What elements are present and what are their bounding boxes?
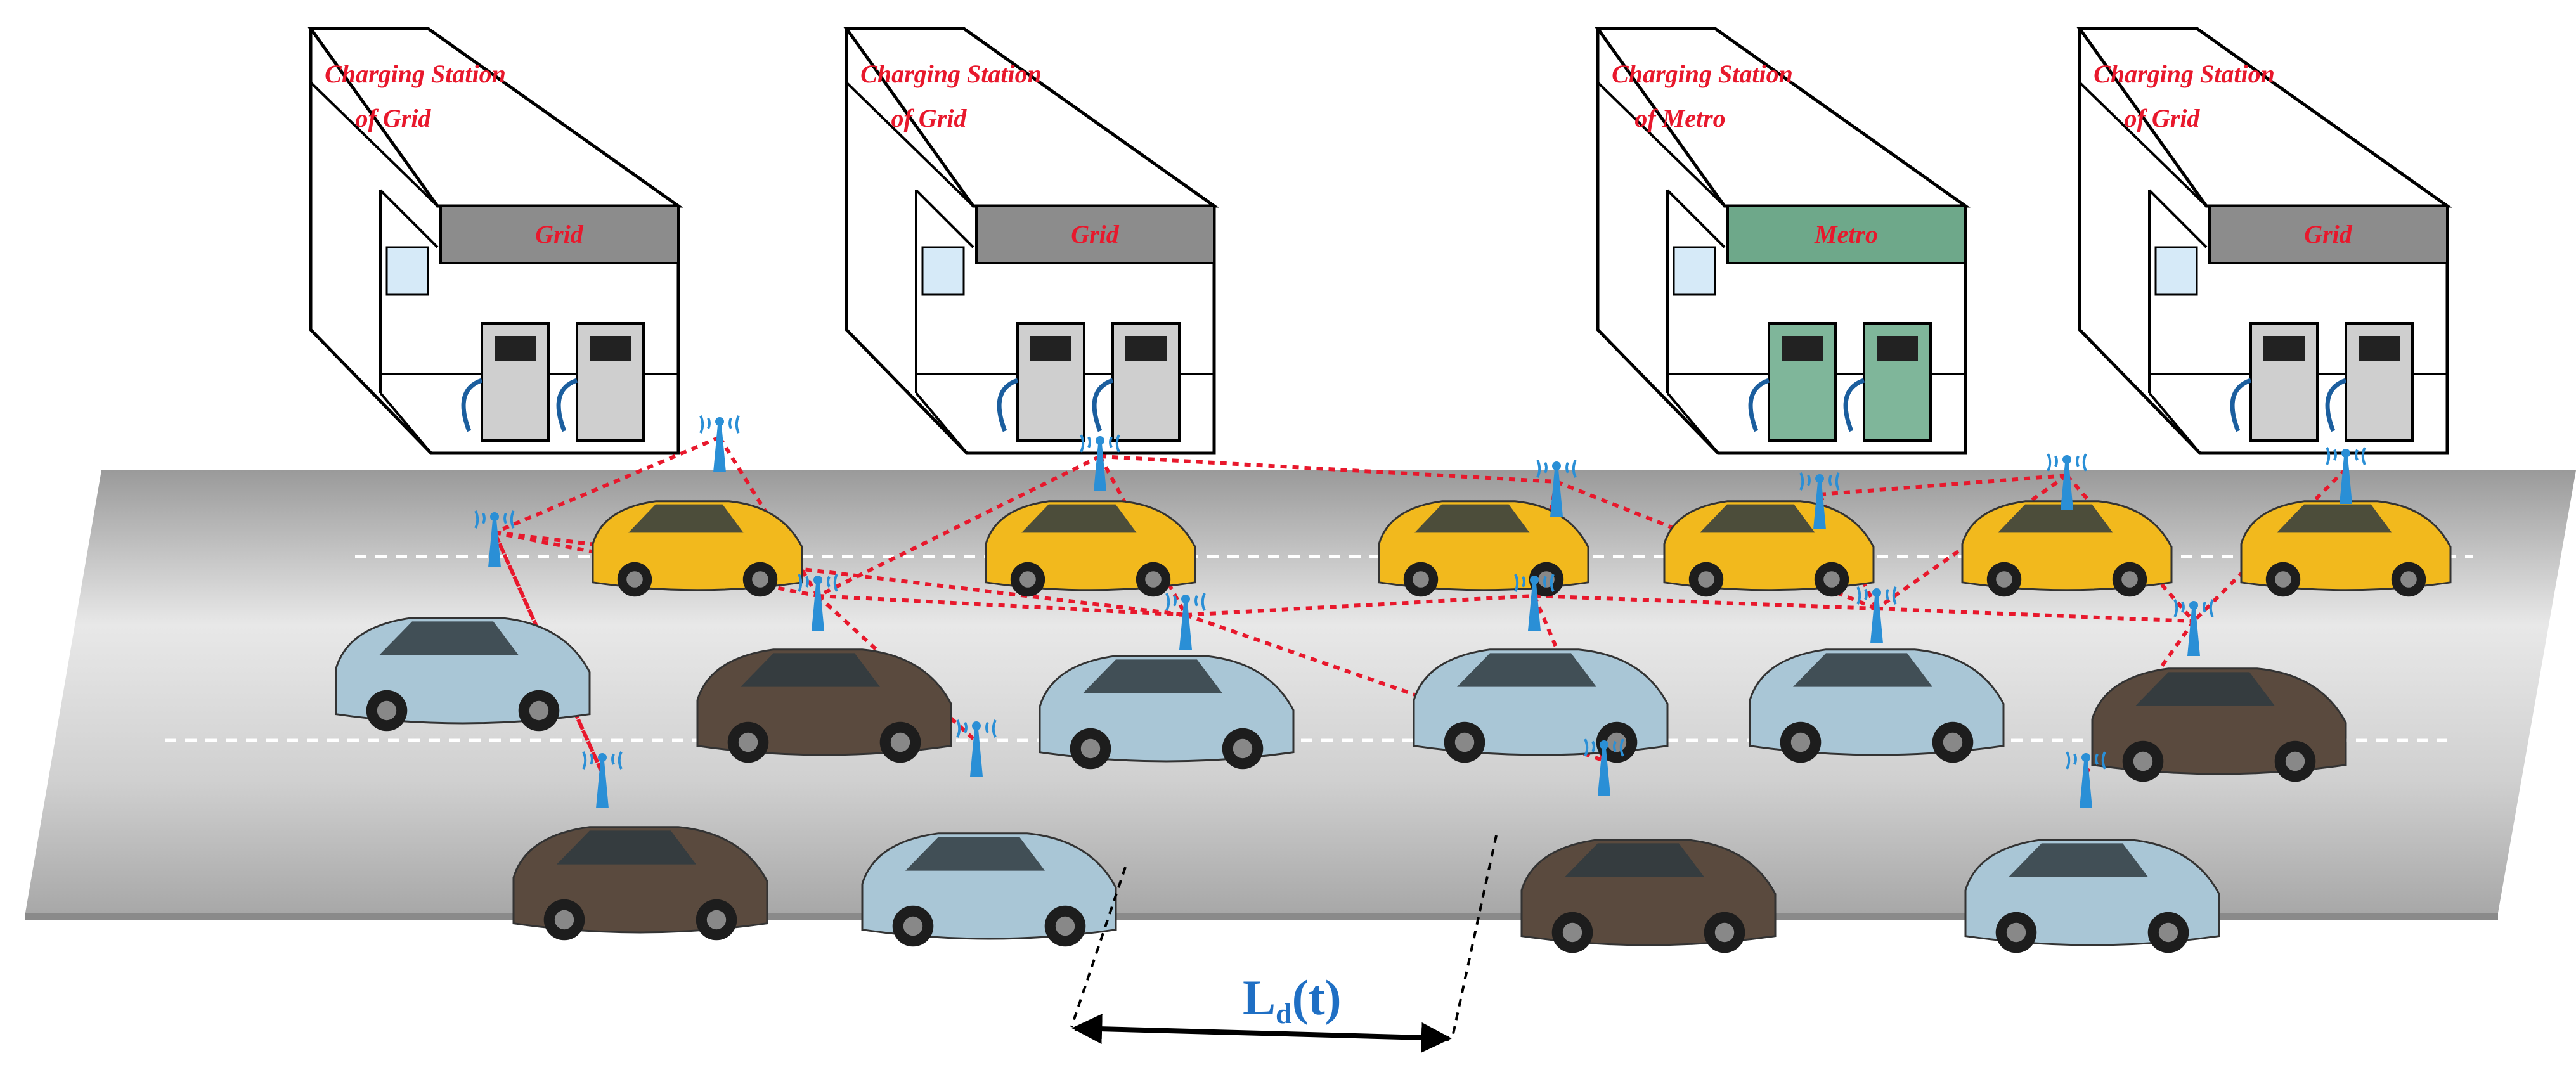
antenna-icon [1584,738,1624,796]
station-sign-label: Grid [2304,220,2353,248]
communication-link [1876,607,2194,623]
antenna-icon [2173,599,2214,656]
station-title-line1: Charging Station [860,60,1042,88]
antenna-icon [1514,574,1555,631]
charging-pump-icon [1092,322,1181,442]
antenna-icon [956,719,997,777]
antenna-icon [798,574,838,631]
antenna-icon [1165,593,1206,650]
car-icon [1520,839,1777,953]
distance-annotation: Ld(t) [1070,835,1498,1053]
car-icon [861,832,1117,947]
antenna-icon [2047,453,2087,510]
station-sign [975,205,1215,264]
station-title-line2: of Metro [1634,104,1725,132]
communication-link [1099,454,1557,484]
charging-pump-icon [1748,322,1837,442]
station-title-line1: Charging Station [325,60,506,88]
charging-pump-icon [556,322,645,442]
station-title-line2: of Grid [356,104,432,132]
taxi-icon [592,500,803,597]
antenna-icon [1799,472,1840,529]
car-icon [1749,648,2005,763]
communication-link [1819,474,2068,496]
charging-station: Metro Charging Station of Metro [1595,27,1971,455]
taxi-icon [1663,500,1875,597]
taxi-icon [985,500,1196,597]
communication-link [1185,613,1605,763]
car-icon [2091,667,2347,782]
station-sign-label: Grid [535,220,584,248]
car-icon [335,617,591,732]
communication-link [493,435,721,534]
communication-link [494,531,1186,617]
antenna-icon [2066,751,2106,808]
taxi-icon [1961,500,2173,597]
communication-link [493,531,604,775]
car-icon [696,648,952,763]
station-title-line2: of Grid [891,104,968,132]
charging-pump-icon [2325,322,2414,442]
station-title-line1: Charging Station [2094,60,2275,88]
charging-station: Grid Charging Station of Grid [2076,27,2452,455]
car-icon [1413,648,1669,763]
antenna-icon [582,751,623,808]
communication-link [1185,594,1535,617]
communication-link [1875,474,2068,610]
distance-guide-right [1451,835,1498,1040]
communication-link [817,454,1101,598]
antenna-icon [474,510,515,567]
antenna-icon [699,415,740,472]
communication-link [817,594,1186,617]
car-icon [512,826,768,941]
communication-link [1534,594,1877,610]
antenna-icon [2326,447,2366,504]
antenna-icon [1856,586,1897,643]
distance-label: Ld(t) [1243,970,1342,1029]
station-sign-label: Metro [1814,220,1878,248]
charging-pump-icon [2230,322,2319,442]
charging-pump-icon [461,322,550,442]
communication-link [493,531,604,775]
taxi-icon [1378,500,1589,597]
charging-station: Grid Charging Station of Grid [843,27,1219,455]
station-sign [1726,205,1967,264]
station-title-line2: of Grid [2125,104,2201,132]
antenna-icon [1536,460,1577,517]
car-icon [1964,839,2220,953]
car-icon [1039,655,1295,770]
charging-pump-icon [997,322,1085,442]
station-title-line1: Charging Station [1612,60,1793,88]
station-sign [2208,205,2449,264]
taxi-icon [2240,500,2452,597]
charging-station: Grid Charging Station of Grid [307,27,683,455]
station-sign [439,205,680,264]
charging-pump-icon [1843,322,1932,442]
distance-arrow [1071,1014,1452,1053]
station-sign-label: Grid [1071,220,1120,248]
distance-guide-left [1070,867,1127,1028]
antenna-icon [1080,434,1120,491]
